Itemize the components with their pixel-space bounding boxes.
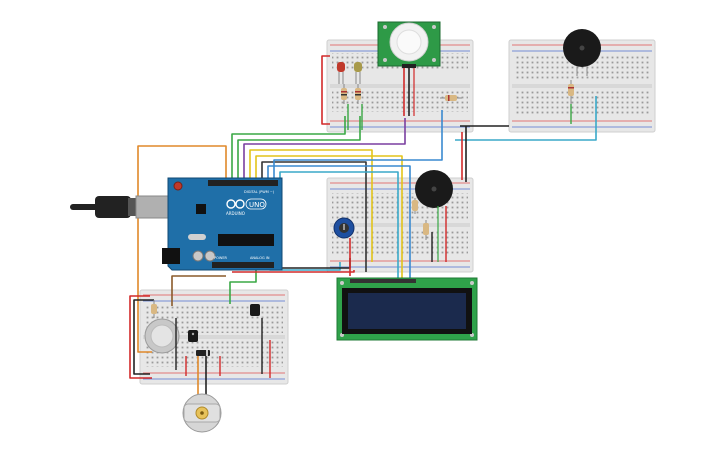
- digital-header-label: DIGITAL (PWM ~): [244, 190, 275, 194]
- wire-teal[interactable]: [279, 171, 399, 278]
- lcd-16x2[interactable]: [336, 277, 478, 341]
- temperature-sensor[interactable]: [188, 330, 198, 342]
- arduino-model: UNO: [249, 201, 265, 209]
- gas-sensor[interactable]: [144, 318, 180, 354]
- wires: [129, 55, 597, 379]
- arduino-logo-icon: [226, 199, 245, 209]
- arduino-uno-board[interactable]: ARDUINO UNO DIGITAL (PWM ~) POWER ANALOG…: [70, 177, 283, 271]
- dc-motor[interactable]: [182, 393, 222, 433]
- resistor[interactable]: [355, 84, 361, 104]
- wire-black[interactable]: [261, 161, 367, 272]
- arduino-brand: ARDUINO: [226, 211, 245, 216]
- led-yellow[interactable]: [354, 62, 362, 84]
- diode[interactable]: [196, 350, 210, 356]
- wire-red[interactable]: [321, 55, 330, 125]
- potentiometer[interactable]: [333, 217, 355, 239]
- led-red[interactable]: [337, 62, 345, 84]
- wire-blue[interactable]: [267, 165, 411, 278]
- wire-yellow[interactable]: [255, 155, 403, 278]
- piezo-buzzer-middle[interactable]: [415, 170, 453, 208]
- wire-green[interactable]: [237, 116, 361, 180]
- wire-teal[interactable]: [455, 96, 597, 141]
- wire-brown[interactable]: [171, 275, 226, 306]
- power-header-label: POWER: [214, 256, 228, 260]
- wire-black[interactable]: [133, 299, 154, 375]
- resistor[interactable]: [341, 84, 347, 104]
- lcd-screen: [348, 293, 466, 329]
- transistor[interactable]: [250, 304, 260, 316]
- resistor[interactable]: [151, 300, 157, 318]
- pir-motion-sensor[interactable]: [377, 21, 441, 68]
- wire-orange[interactable]: [137, 145, 227, 353]
- wire-green[interactable]: [231, 116, 346, 180]
- resistor[interactable]: [568, 80, 574, 104]
- wire-red[interactable]: [232, 270, 355, 273]
- wire-yellow[interactable]: [249, 149, 373, 262]
- piezo-buzzer-top[interactable]: [563, 29, 601, 76]
- wire-purple[interactable]: [243, 118, 406, 180]
- usb-cable: [70, 204, 100, 210]
- resistor[interactable]: [440, 95, 462, 101]
- breadboard-top-right[interactable]: [508, 39, 656, 133]
- wire-red[interactable]: [129, 295, 152, 379]
- wire-blue[interactable]: [273, 110, 443, 180]
- resistor[interactable]: [412, 198, 418, 214]
- reset-button[interactable]: [173, 181, 183, 191]
- resistor[interactable]: [423, 220, 429, 240]
- analog-header-label: ANALOG IN: [250, 256, 270, 260]
